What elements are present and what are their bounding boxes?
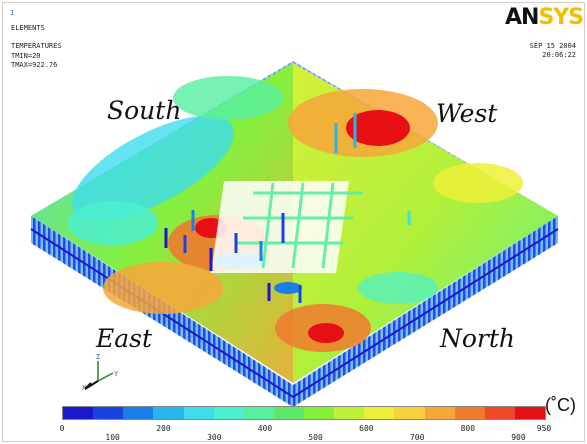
legend-swatch [364, 407, 395, 419]
time-label: 20:06:22 [542, 51, 576, 59]
legend-swatch [93, 407, 124, 419]
legend-swatch [243, 407, 274, 419]
temperature-contour-plot[interactable]: Z Y X [3, 3, 584, 441]
triad-x-label: X [82, 384, 87, 392]
window-number: 1 [10, 9, 15, 17]
slab-surface[interactable] [31, 63, 558, 383]
legend-tick-label: 600 [359, 424, 374, 433]
legend-tick-label: 900 [511, 433, 526, 442]
legend-swatch [123, 407, 154, 419]
legend-tick-label: 500 [308, 433, 323, 442]
legend-swatch [183, 407, 214, 419]
legend-tick-label: 800 [460, 424, 476, 433]
axis-triad [84, 361, 114, 390]
tmax-label: TMAX=922.76 [11, 61, 58, 69]
direction-south-label: South [107, 96, 182, 125]
triad-z-label: Z [96, 353, 100, 361]
logo-text-a: AN [505, 5, 539, 30]
legend-tick-label: 950 [536, 424, 552, 433]
direction-east-label: East [96, 324, 153, 353]
ansys-logo: ANSYS [505, 5, 584, 30]
legend-tick-label: 200 [156, 424, 171, 433]
legend-tick-label: 0 [59, 424, 65, 433]
triad-y-label: Y [114, 370, 119, 378]
legend-swatch [213, 407, 244, 419]
legend-swatch [153, 407, 184, 419]
legend-swatch [454, 407, 485, 419]
legend-unit-label: (˚C) [545, 395, 576, 415]
legend-swatch [273, 407, 304, 419]
legend-swatch [484, 407, 515, 419]
direction-west-label: West [436, 99, 498, 128]
legend-tick-label: 100 [105, 433, 120, 442]
direction-north-label: North [440, 324, 516, 353]
legend-tick-label: 700 [409, 433, 425, 442]
tmin-label: TMIN=20 [11, 52, 41, 60]
temperatures-label: TEMPERATURES [11, 42, 62, 50]
columns [164, 113, 411, 303]
legend-tick-label: 300 [207, 433, 222, 442]
legend-swatch [424, 407, 455, 419]
legend-tick-label: 400 [257, 424, 273, 433]
legend-swatch [63, 407, 94, 419]
legend-swatch [334, 407, 365, 419]
legend-swatch [514, 407, 545, 419]
legend-swatch [304, 407, 335, 419]
legend-swatch [394, 407, 425, 419]
temperature-legend-colorbar [62, 406, 546, 420]
logo-text-b: SYS [538, 5, 584, 30]
elements-label: ELEMENTS [11, 24, 45, 32]
date-label: SEP 15 2004 [529, 42, 576, 50]
